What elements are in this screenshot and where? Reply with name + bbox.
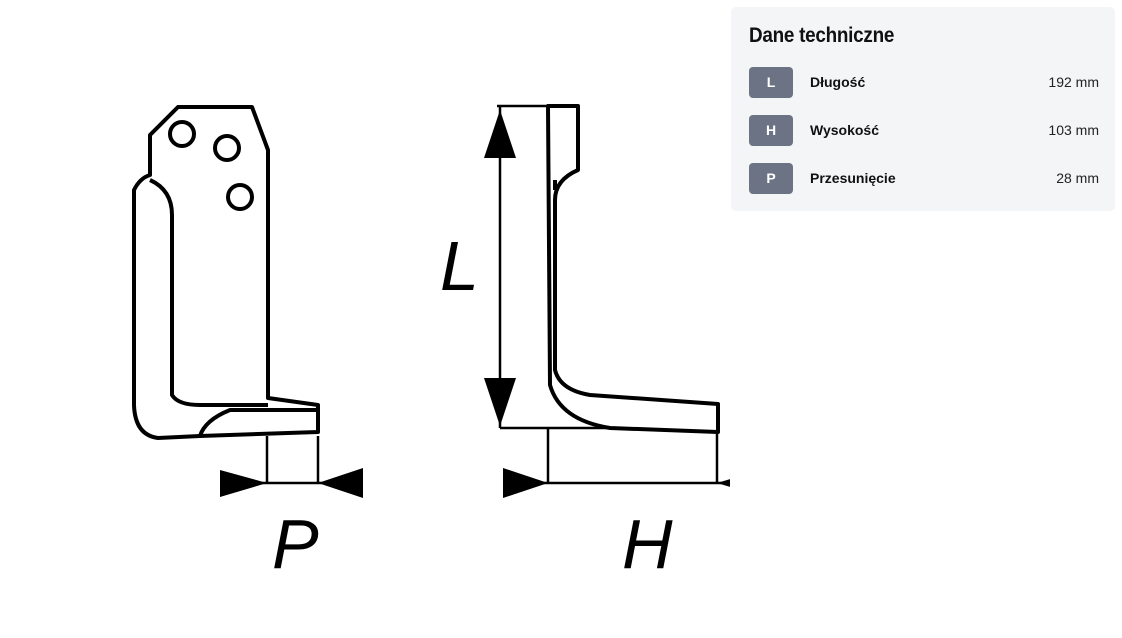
spec-row-height: H Wysokość 103 mm <box>749 115 1099 146</box>
label-l: L <box>440 227 479 305</box>
panel-title: Dane techniczne <box>749 24 895 47</box>
spec-label: Wysokość <box>810 122 879 138</box>
spec-value: 28 mm <box>1056 170 1099 186</box>
hole <box>213 134 241 162</box>
label-h: H <box>622 505 673 583</box>
blade-front-inner <box>149 178 318 437</box>
blade-front-outline <box>132 105 320 440</box>
arrow-head <box>318 468 363 498</box>
arrow-head <box>484 110 516 158</box>
spec-label: Przesunięcie <box>810 170 896 186</box>
spec-row-length: L Długość 192 mm <box>749 67 1099 98</box>
blade-side-outline <box>546 104 720 434</box>
spec-label: Długość <box>810 74 866 90</box>
spec-value: 103 mm <box>1048 122 1099 138</box>
spec-row-offset: P Przesunięcie 28 mm <box>749 163 1099 194</box>
spec-value: 192 mm <box>1048 74 1099 90</box>
blade-diagram: L P H <box>132 104 730 583</box>
arrow-head <box>717 479 730 487</box>
hole <box>226 183 254 211</box>
spec-badge: P <box>749 163 793 194</box>
spec-badge: L <box>749 67 793 98</box>
arrow-head <box>220 470 267 497</box>
arrow-head <box>503 468 548 498</box>
label-p: P <box>272 505 319 583</box>
arrow-head <box>484 378 516 426</box>
technical-data-panel: Dane techniczne L Długość 192 mm H Wysok… <box>731 7 1115 211</box>
spec-badge: H <box>749 115 793 146</box>
hole <box>168 120 196 148</box>
